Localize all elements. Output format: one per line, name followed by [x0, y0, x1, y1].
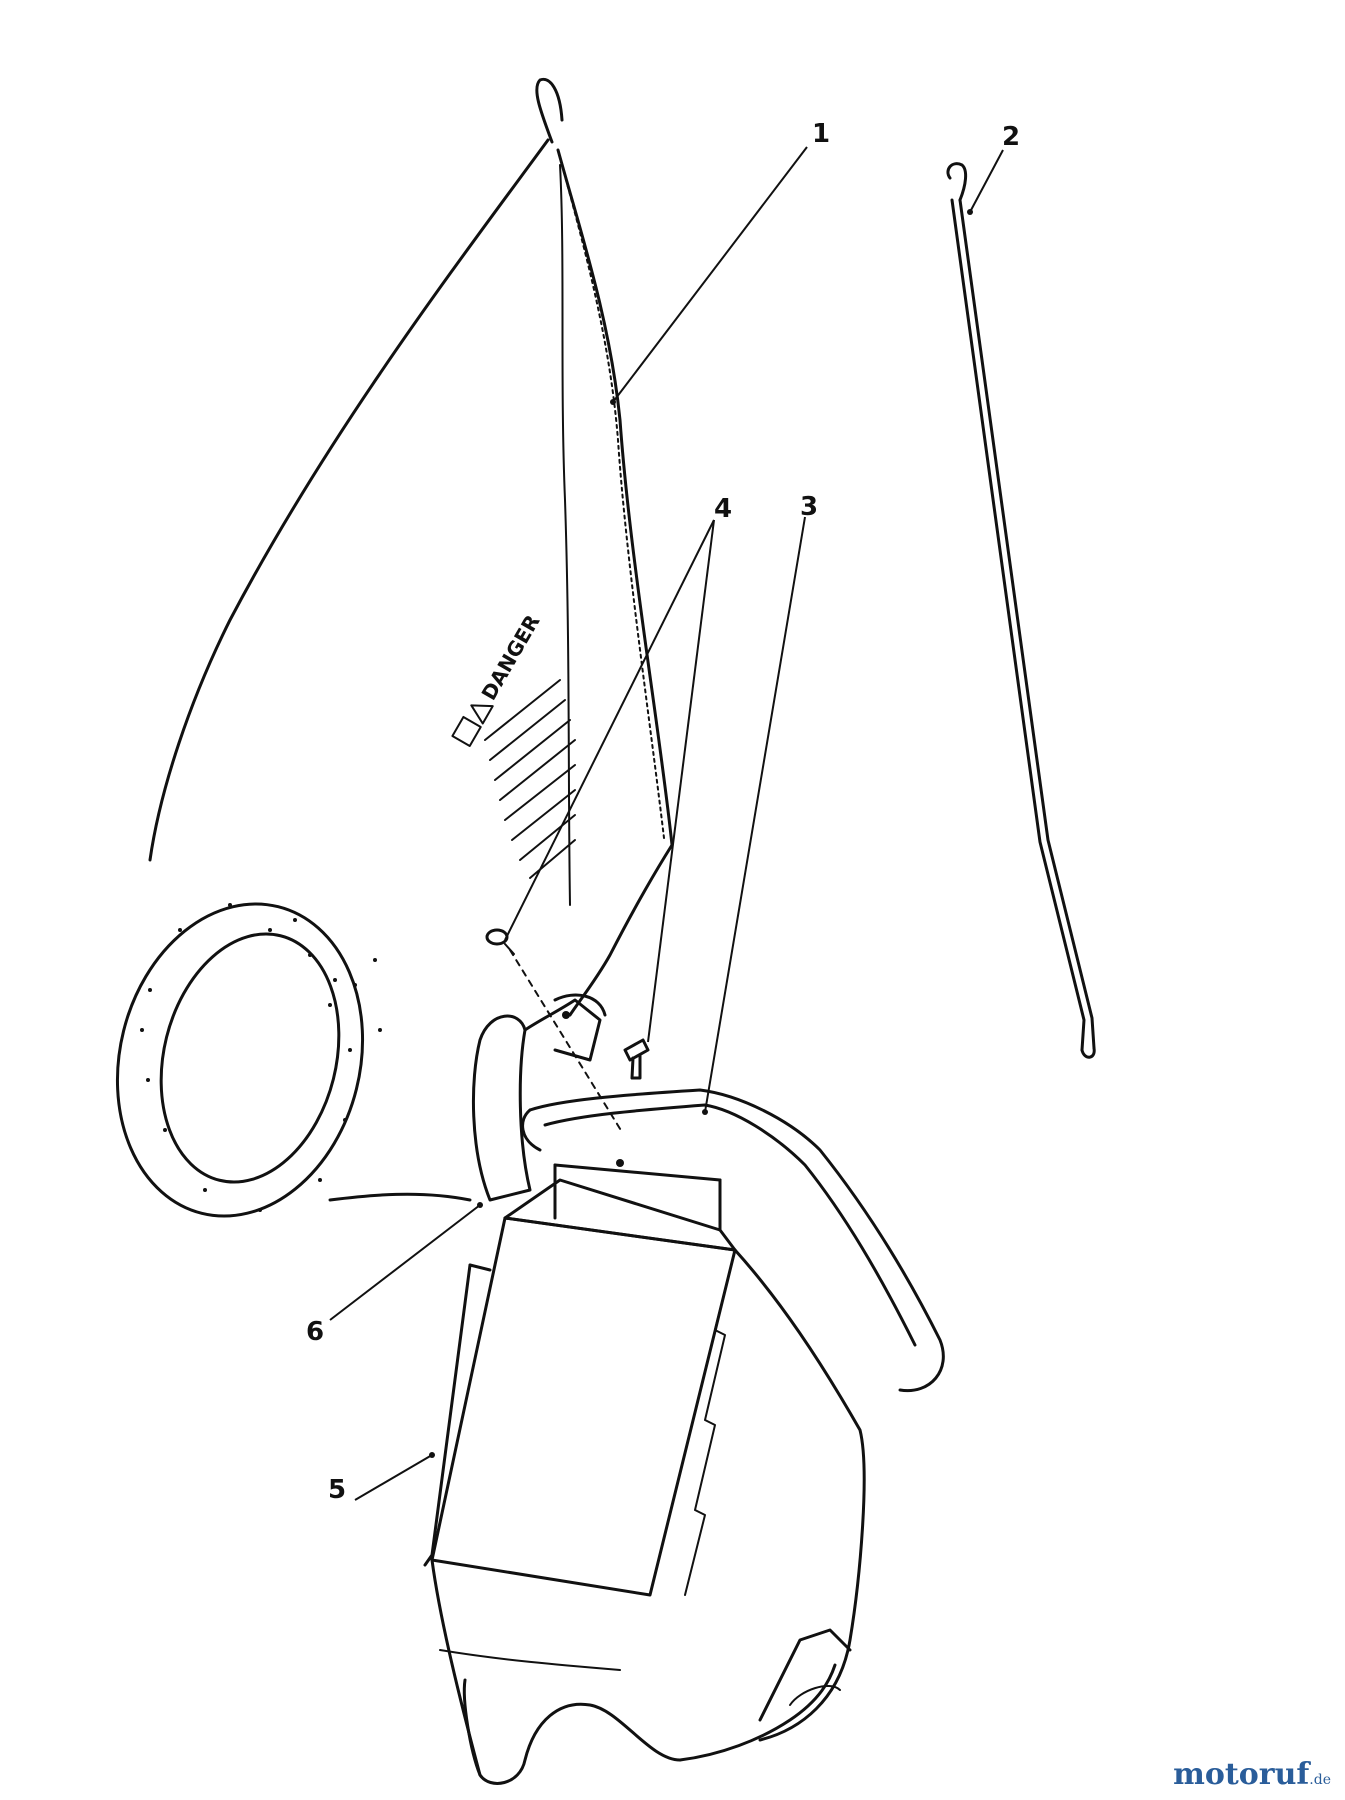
callout-leaders [329, 146, 1004, 1501]
screw-lower [623, 1038, 650, 1080]
callout-6: 6 [306, 1317, 324, 1347]
callout-1: 1 [812, 119, 830, 149]
bag-shading [484, 679, 576, 879]
discharge-chute [423, 1159, 866, 1785]
callout-2: 2 [1002, 122, 1020, 152]
ring-texture [140, 903, 352, 1212]
grass-bag: DANGER [115, 77, 674, 1218]
hinge-bracket [471, 993, 607, 1202]
callout-5: 5 [328, 1475, 346, 1505]
watermark-main: motoruf [1173, 1757, 1310, 1792]
watermark-logo: motoruf.de [1173, 1757, 1331, 1792]
bag-texture [268, 928, 382, 1032]
callout-3: 3 [800, 492, 818, 522]
watermark-tld: .de [1309, 1772, 1331, 1788]
deflector-frame [521, 1088, 945, 1393]
callout-4: 4 [714, 494, 732, 524]
callouts: 1 2 3 4 5 6 [306, 119, 1020, 1505]
danger-label: DANGER [477, 611, 545, 705]
support-rod [946, 162, 1096, 1059]
